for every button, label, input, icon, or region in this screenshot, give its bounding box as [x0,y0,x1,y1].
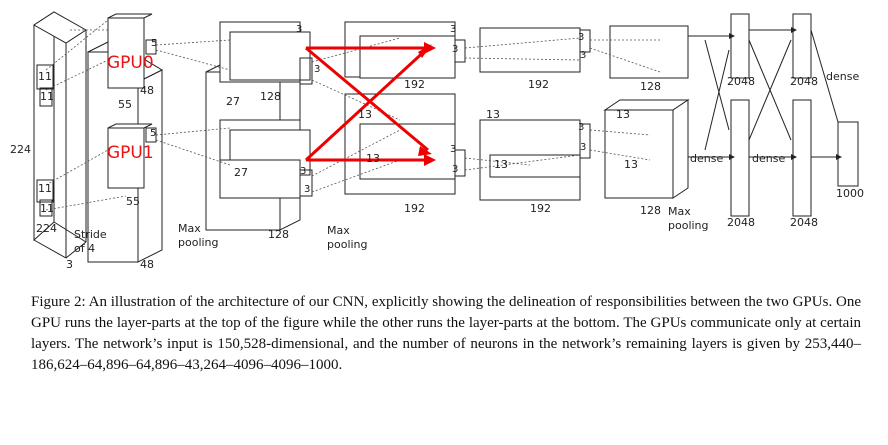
figure-caption: Figure 2: An illustration of the archite… [31,292,861,376]
gpu-arrowheads [418,42,436,166]
conv2-kernel-bottom-2: 3 [304,184,310,195]
input-kernel-top [36,64,54,90]
conv2-block [205,21,313,231]
fc-connections [688,29,839,158]
input-kernel-label-4: 11 [40,202,54,215]
fc7-bottom [792,99,812,217]
cnn-diagram: GPU0 GPU1 11 11 11 11 224 224 3 Stride o… [10,11,864,271]
conv2-size-bottom: 27 [234,166,248,179]
fc6-bottom-units: 2048 [727,216,755,229]
conv5-block [603,25,690,199]
fc-layers [730,13,859,217]
dense-label-3: dense [752,152,785,165]
conv3-depth-top: 192 [404,78,425,91]
input-volume [33,11,87,259]
stride-label-2: of 4 [74,242,95,255]
conv4-depth-top: 192 [528,78,549,91]
conv3-kernel-top-2: 3 [452,44,458,55]
stride-label-1: Stride [74,228,107,241]
projection-lines [45,19,661,211]
input-kernel-label-2: 11 [40,90,54,103]
conv5-depth-bottom: 128 [640,204,661,217]
pool2-label-2: pooling [327,238,368,251]
fc8-output [837,121,859,187]
conv4-depth-bottom: 192 [530,202,551,215]
conv4-kernel-bottom-2: 3 [580,142,586,153]
conv3-block [344,21,466,195]
conv4-kernel-top-2: 3 [580,50,586,61]
input-kernel-label-1: 11 [38,70,52,83]
gpu0-label: GPU0 [107,53,154,73]
conv2-kernel-top-2: 3 [314,64,320,75]
conv3-kernel-bottom-1: 3 [450,144,456,155]
conv4-size: 13 [486,108,500,121]
architecture-figure: GPU0 GPU1 11 11 11 11 224 224 3 Stride o… [10,11,864,271]
input-kernel-label-3: 11 [38,182,52,195]
fc6-top-units: 2048 [727,75,755,88]
conv2-size-top: 27 [226,95,240,108]
output-units: 1000 [836,187,864,200]
gpu1-label: GPU1 [107,143,154,163]
fc6-bottom [730,99,750,217]
conv5-size-bottom: 13 [624,158,638,171]
conv1-kernel-bottom: 5 [150,128,156,139]
conv2-kernel-top-1: 3 [296,24,302,35]
conv3-kernel-top-1: 3 [450,24,456,35]
conv1-depth-top: 48 [140,84,154,97]
input-width-label: 224 [36,222,57,235]
caption-text: An illustration of the architecture of o… [31,294,861,373]
fc7-top [792,13,812,79]
input-height-label: 224 [10,143,31,156]
dense-label-1: dense [826,70,859,83]
conv3-size-top: 13 [358,108,372,121]
caption-title: Figure 2: [31,294,86,310]
fc7-bottom-units: 2048 [790,216,818,229]
pool1-label-1: Max [178,222,201,235]
pool3-label-2: pooling [668,219,709,232]
conv3-size-bottom: 13 [366,152,380,165]
fc6-top [730,13,750,79]
conv1-size-label: 55 [118,98,132,111]
pool3-label-1: Max [668,205,691,218]
conv5-size-top: 13 [616,108,630,121]
conv3-kernel-bottom-2: 3 [452,164,458,175]
conv2-depth-top: 128 [260,90,281,103]
conv1-depth-bottom: 48 [140,258,154,271]
conv3-depth-bottom: 192 [404,202,425,215]
conv4-kernel-bottom-1: 3 [578,122,584,133]
gpu-communication-arrows [304,46,430,162]
conv4-kernel-top-1: 3 [578,32,584,43]
fc-arrowheads [729,27,842,160]
input-channels-label: 3 [66,258,73,271]
conv1-kernel-top: 5 [151,38,157,49]
fc7-top-units: 2048 [790,75,818,88]
pool2-label-1: Max [327,224,350,237]
conv4-block [479,27,591,201]
conv1-size-bottom: 55 [126,195,140,208]
conv4-size-bottom: 13 [494,158,508,171]
conv2-kernel-bottom-1: 3 [300,166,306,177]
conv5-depth-top: 128 [640,80,661,93]
conv2-depth-bottom: 128 [268,228,289,241]
dense-label-2: dense [690,152,723,165]
input-kernel-bottom [36,179,54,203]
pool1-label-2: pooling [178,236,219,249]
